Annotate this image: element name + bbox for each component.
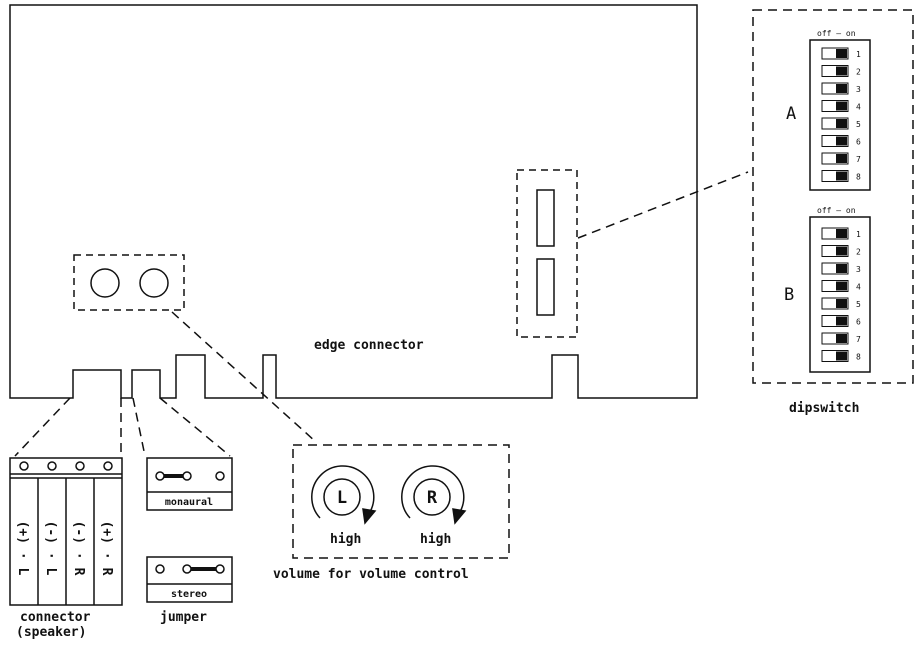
bank-b-switch-5-lever xyxy=(836,299,847,308)
bank-a-switch-number-8: 8 xyxy=(856,173,861,182)
speaker-screw-1 xyxy=(19,461,29,471)
bank-a-switch-4-lever xyxy=(836,101,847,111)
bank-b-switch-6 xyxy=(821,315,849,327)
bank-a-switch-7 xyxy=(821,152,849,165)
bank-a-off-on: off — on xyxy=(817,29,856,38)
knob-right xyxy=(413,478,451,516)
speaker-screw-3 xyxy=(75,461,85,471)
bank-a-switch-2 xyxy=(821,65,849,77)
dipswitch-bank-b xyxy=(809,216,871,373)
stereo-label: stereo xyxy=(171,589,207,600)
knob-left-arrow xyxy=(362,508,377,525)
bank-a-switch-number-1: 1 xyxy=(856,50,861,59)
volume-leader xyxy=(171,311,317,443)
bank-b-switch-4-lever xyxy=(836,281,847,291)
connector-sub-label: (speaker) xyxy=(16,625,86,640)
bank-a-switch-3-lever xyxy=(836,84,847,93)
knob-right-letter: R xyxy=(427,488,438,508)
bank-a-switch-5 xyxy=(821,117,849,130)
bank-a-switch-number-6: 6 xyxy=(856,138,861,147)
bank-b-switch-5 xyxy=(821,297,849,310)
bank-a-switch-5-lever xyxy=(836,119,847,128)
bank-b-switches: 1 2 3 4 5 6 7 8 xyxy=(821,227,861,362)
dipswitch-region xyxy=(516,169,578,338)
knob-left xyxy=(323,478,361,516)
knob-right-high: high xyxy=(420,532,451,547)
bank-b-switch-3-lever xyxy=(836,264,847,273)
bank-b-switch-8 xyxy=(821,350,849,362)
dipswitch-enlarged-box xyxy=(752,9,914,384)
jumper-label: jumper xyxy=(160,610,207,625)
bank-a-switch-8 xyxy=(821,170,849,182)
terminal-1: (+) · L xyxy=(15,521,30,576)
bank-b-label: B xyxy=(784,285,794,305)
bank-b-switch-number-7: 7 xyxy=(856,335,861,344)
bank-a-switch-number-5: 5 xyxy=(856,120,861,129)
jumper-monaural xyxy=(146,457,233,511)
bank-a-switch-6 xyxy=(821,135,849,147)
bank-a-switch-7-lever xyxy=(836,154,847,163)
volume-caption: volume for volume control xyxy=(273,567,469,582)
bank-a-switches: 1 2 3 4 5 6 7 8 xyxy=(821,47,861,182)
bank-b-switch-number-3: 3 xyxy=(856,265,861,274)
bank-b-switch-2 xyxy=(821,245,849,257)
bank-b-switch-number-4: 4 xyxy=(856,283,861,292)
connector-leader-left xyxy=(14,397,71,457)
terminal-4: (+) · R xyxy=(99,521,114,576)
bank-b-switch-2-lever xyxy=(836,246,847,256)
volume-enlarged-box xyxy=(292,444,510,559)
knob-left-arc xyxy=(311,465,375,519)
bank-a-switch-6-lever xyxy=(836,136,847,146)
jumper-stereo xyxy=(146,556,233,603)
bank-b-switch-1 xyxy=(821,227,849,240)
speaker-screw-4 xyxy=(103,461,113,471)
bank-b-switch-1-lever xyxy=(836,229,847,238)
bank-b-switch-number-1: 1 xyxy=(856,230,861,239)
terminal-3: (-) · R xyxy=(71,521,86,576)
bank-a-switch-1 xyxy=(821,47,849,60)
bank-a-switch-2-lever xyxy=(836,66,847,76)
bank-a-switch-4 xyxy=(821,100,849,112)
bank-a-switch-number-2: 2 xyxy=(856,68,861,77)
knob-left-high: high xyxy=(330,532,361,547)
dipswitch-bank-a xyxy=(809,39,871,191)
speaker-screw-2 xyxy=(47,461,57,471)
bank-a-switch-1-lever xyxy=(836,49,847,58)
bank-a-switch-3 xyxy=(821,82,849,95)
bank-b-switch-7 xyxy=(821,332,849,345)
bank-b-switch-number-2: 2 xyxy=(856,248,861,257)
volume-knob-region xyxy=(73,254,185,311)
bank-a-label: A xyxy=(786,104,796,124)
dipswitch-label: dipswitch xyxy=(789,401,859,416)
board-outline xyxy=(9,4,698,399)
volume-knob-right-small xyxy=(139,268,169,298)
knob-right-arrow xyxy=(452,508,467,525)
bank-b-switch-6-lever xyxy=(836,316,847,326)
bank-b-off-on: off — on xyxy=(817,206,856,215)
bank-b-switch-4 xyxy=(821,280,849,292)
bank-b-switch-8-lever xyxy=(836,351,847,361)
knob-right-arc xyxy=(401,465,465,519)
bank-a-switch-number-3: 3 xyxy=(856,85,861,94)
bank-a-switch-number-7: 7 xyxy=(856,155,861,164)
terminal-2: (-) · L xyxy=(43,521,58,576)
bank-b-switch-number-8: 8 xyxy=(856,353,861,362)
edge-connector-label: edge connector xyxy=(314,338,424,353)
bank-a-switch-number-4: 4 xyxy=(856,103,861,112)
connector-label: connector xyxy=(20,610,91,625)
dipswitch-chip-b xyxy=(536,258,555,316)
bank-b-switch-number-6: 6 xyxy=(856,318,861,327)
jumper-leader-right xyxy=(159,397,231,457)
bank-b-switch-7-lever xyxy=(836,334,847,343)
jumper-leader-left xyxy=(132,397,146,457)
knob-left-letter: L xyxy=(337,488,347,508)
bank-b-switch-3 xyxy=(821,262,849,275)
bank-a-switch-8-lever xyxy=(836,171,847,181)
bank-b-switch-number-5: 5 xyxy=(856,300,861,309)
volume-knob-left-small xyxy=(90,268,120,298)
monaural-label: monaural xyxy=(165,497,213,508)
dipswitch-leader xyxy=(577,171,749,239)
dipswitch-chip-a xyxy=(536,189,555,247)
